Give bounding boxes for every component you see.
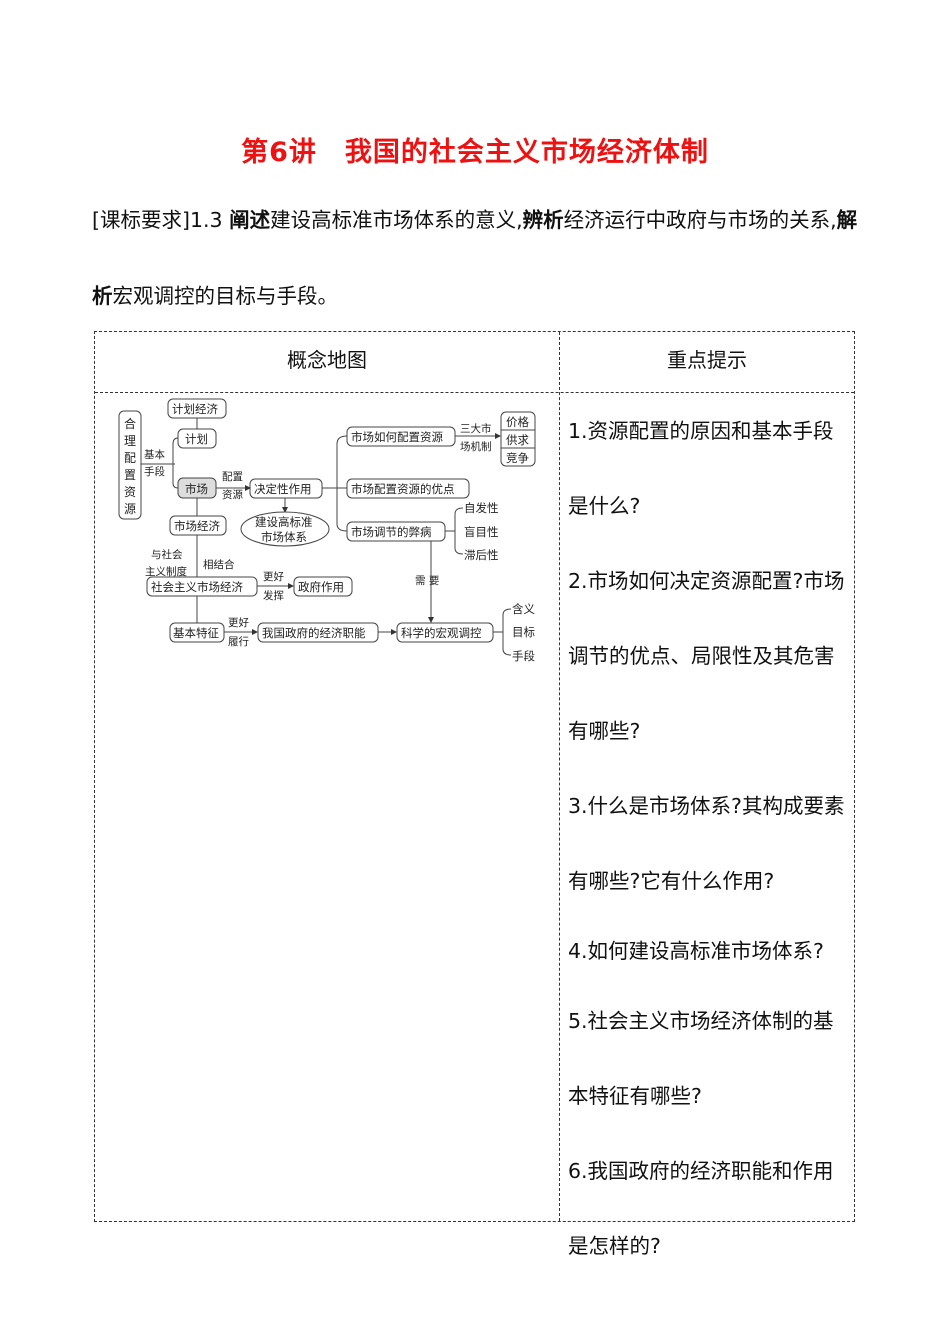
node-basic-features: 基本特征	[173, 626, 219, 640]
key-point-5: 5.社会主义市场经济体制的基本特征有哪些?	[568, 1009, 834, 1108]
edge-label: 资源	[222, 488, 243, 501]
edge-label: 更好	[228, 617, 249, 629]
node-macro-control: 科学的宏观调控	[401, 626, 482, 640]
edge-label: 相结合	[203, 558, 235, 571]
req-text: 建设高标准市场体系的意义,	[270, 208, 523, 232]
column-divider	[559, 332, 560, 1221]
edge-label: 需 要	[415, 575, 439, 587]
key-point-2: 2.市场如何决定资源配置?市场调节的优点、局限性及其危害有哪些?	[568, 569, 845, 743]
node-defects: 市场调节的弊病	[351, 525, 432, 539]
svg-text:理: 理	[124, 434, 136, 448]
node-government-role: 政府作用	[298, 580, 344, 594]
node-market-economy: 市场经济	[174, 519, 220, 533]
node-price: 价格	[506, 415, 529, 429]
node-competition: 竞争	[506, 451, 529, 465]
node-spontaneity: 自发性	[464, 501, 499, 515]
node-plan-economy: 计划经济	[172, 402, 218, 416]
node-socialist-market-economy: 社会主义市场经济	[151, 580, 243, 594]
node-plan: 计划	[185, 432, 208, 446]
node-lag: 滞后性	[464, 548, 499, 562]
req-keyword: 解析	[92, 208, 858, 308]
edge-label: 主义制度	[145, 565, 187, 578]
node-decisive-role: 决定性作用	[254, 482, 312, 496]
node-supply-demand: 供求	[506, 433, 529, 447]
lesson-name: 我国的社会主义市场经济体制	[344, 137, 709, 168]
svg-text:资: 资	[124, 485, 136, 499]
req-text: 宏观调控的目标与手段。	[112, 284, 339, 308]
node-build-market: 市场体系	[261, 530, 307, 544]
key-point-3: 3.什么是市场体系?其构成要素有哪些?它有什么作用?	[568, 794, 845, 893]
key-points-list: 1.资源配置的原因和基本手段是什么? 2.市场如何决定资源配置?市场调节的优点、…	[568, 394, 850, 1284]
edge-label: 三大市	[460, 422, 492, 435]
node-government-functions: 我国政府的经济职能	[262, 626, 366, 640]
page-title: 第6讲我国的社会主义市场经济体制	[0, 130, 950, 169]
node-build-market: 建设高标准	[255, 515, 313, 529]
req-prefix: [课标要求]1.3	[92, 208, 230, 232]
header-divider	[95, 392, 854, 393]
curriculum-requirement: [课标要求]1.3 阐述建设高标准市场体系的意义,辨析经济运行中政府与市场的关系…	[92, 182, 867, 334]
edge-label: 更好	[263, 571, 284, 583]
node-means: 手段	[512, 649, 535, 663]
node-how-allocate: 市场如何配置资源	[351, 430, 443, 444]
key-point-6: 6.我国政府的经济职能和作用是怎样的?	[568, 1159, 834, 1258]
svg-text:置: 置	[124, 468, 136, 482]
lesson-number: 第6讲	[241, 137, 317, 168]
node-market: 市场	[185, 482, 208, 496]
node-advantages: 市场配置资源的优点	[351, 482, 455, 496]
header-key-points: 重点提示	[667, 348, 747, 372]
edge-label: 配置	[222, 471, 243, 483]
req-text: 经济运行中政府与市场的关系,	[563, 208, 837, 232]
content-table: 概念地图 重点提示	[94, 331, 855, 1258]
node-meaning: 含义	[512, 602, 535, 616]
edge-label: 场机制	[460, 440, 492, 453]
edge-label: 基本	[144, 448, 165, 461]
edge-label: 与社会	[151, 548, 183, 561]
svg-text:合: 合	[124, 416, 136, 431]
edge-label: 发挥	[263, 589, 284, 602]
edge-label: 履行	[228, 635, 249, 648]
node-goals: 目标	[512, 625, 535, 639]
req-keyword: 阐述	[229, 208, 271, 232]
key-point-1: 1.资源配置的原因和基本手段是什么?	[568, 419, 834, 518]
svg-text:源: 源	[124, 502, 136, 516]
svg-text:配: 配	[124, 451, 136, 465]
node-blindness: 盲目性	[464, 525, 499, 539]
header-concept-map: 概念地图	[287, 348, 367, 372]
req-keyword: 辨析	[522, 208, 564, 232]
edge-label: 手段	[144, 465, 165, 478]
key-point-4: 4.如何建设高标准市场体系?	[568, 939, 824, 963]
